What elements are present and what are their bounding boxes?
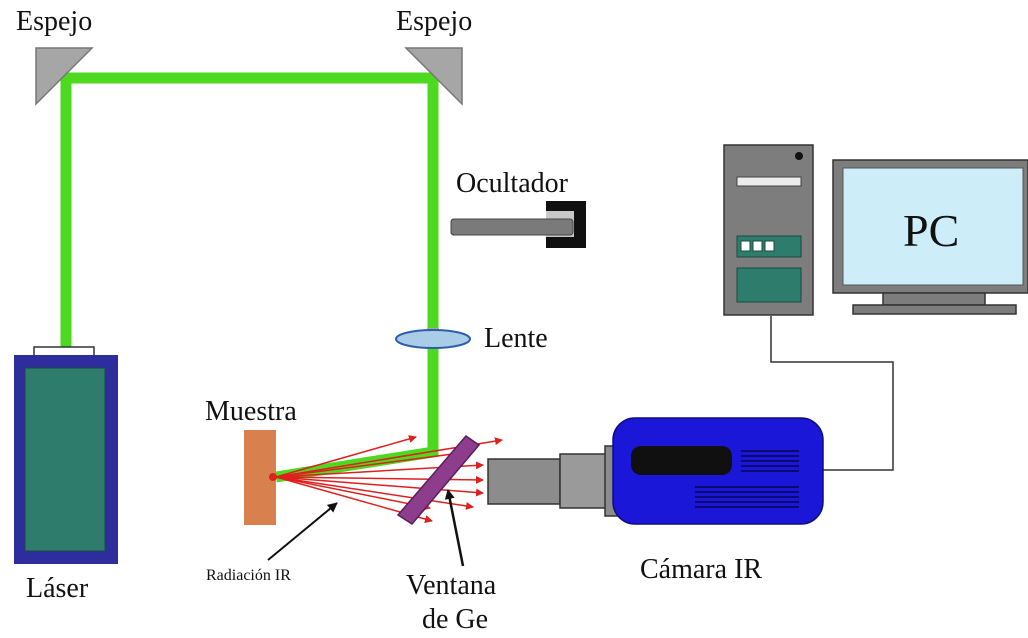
ge-window-label-line1: Ventana — [406, 570, 497, 601]
pc-label: PC — [903, 205, 959, 256]
sample-hotspot — [269, 473, 277, 481]
lens-label: Lente — [484, 323, 548, 354]
ir-camera-label: Cámara IR — [640, 554, 762, 585]
mirror-right-label: Espejo — [396, 6, 472, 37]
laser-device — [14, 346, 118, 564]
mirror-right-shape — [404, 47, 463, 106]
pc-monitor — [832, 159, 1028, 315]
lens-shape — [395, 329, 471, 349]
mirror-left-label: Espejo — [16, 6, 92, 37]
ir-radiation-pointer — [267, 502, 338, 561]
sample-label: Muestra — [205, 396, 297, 427]
laser-label: Láser — [26, 573, 89, 604]
ir-radiation-label: Radiación IR — [206, 567, 291, 584]
chopper-shape — [450, 201, 586, 248]
pc-cables — [770, 316, 894, 471]
ge-window-label-line2: de Ge — [422, 604, 488, 635]
ir-camera-device — [487, 417, 824, 525]
ge-window-shape — [396, 434, 481, 525]
mirror-left-shape — [35, 47, 94, 106]
chopper-label: Ocultador — [456, 168, 569, 199]
ge-window-pointer — [444, 489, 465, 567]
pc-tower — [723, 144, 814, 316]
